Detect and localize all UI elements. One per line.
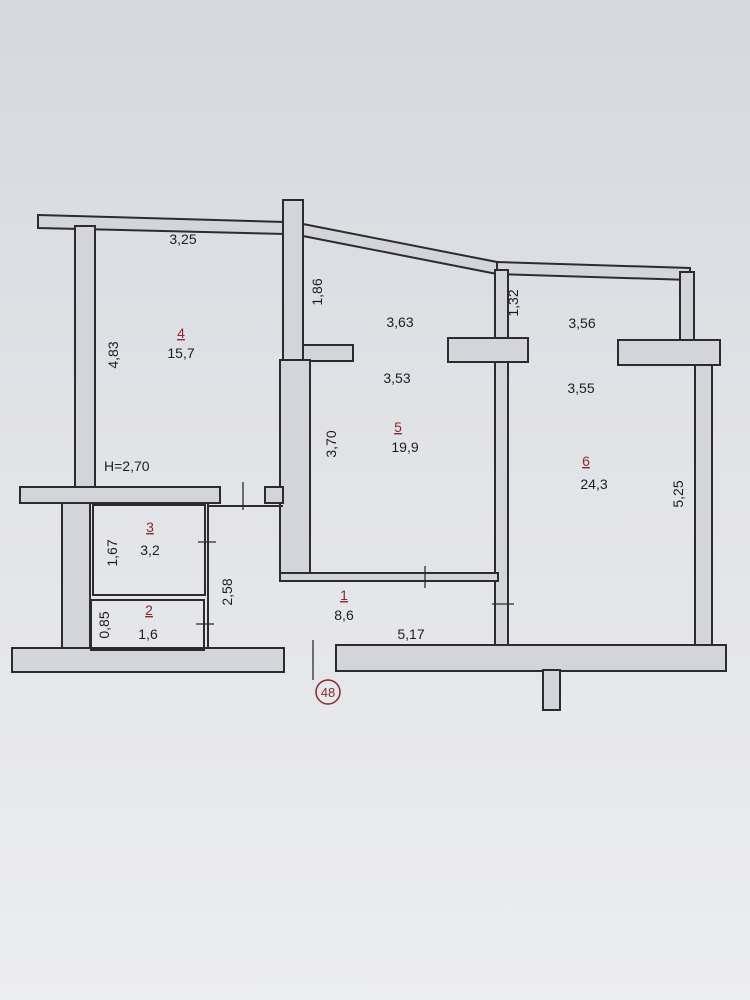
- dim-room5-recess: 1,86: [309, 278, 325, 305]
- dim-room3-length: 1,67: [104, 539, 120, 566]
- wall-bottom-right: [335, 644, 727, 672]
- room-3-number: 3: [146, 519, 154, 535]
- room-1-area: 8,6: [334, 607, 354, 623]
- room-2-number: 2: [145, 602, 153, 618]
- dim-room5-width: 3,53: [383, 370, 410, 386]
- doors: [196, 482, 514, 680]
- room-3-area: 3,2: [140, 542, 160, 558]
- room-1-number: 1: [340, 587, 348, 603]
- dim-corridor-width: 2,58: [219, 578, 235, 605]
- balcony-wall-room5: [302, 222, 498, 276]
- outer-wall-right-lower: [694, 364, 713, 649]
- wall-room5-bottom: [279, 572, 499, 582]
- pier-left: [302, 344, 354, 362]
- dim-room6-width-top: 3,56: [568, 315, 595, 331]
- dim-room2-length: 0,85: [96, 611, 112, 638]
- dim-room5-length: 3,70: [323, 430, 339, 457]
- room-5-number: 5: [394, 419, 402, 435]
- apartment-marker: 48: [321, 685, 335, 700]
- pier-middle: [447, 337, 529, 363]
- room-4-number: 4: [177, 325, 185, 341]
- wall-horizontal-mid-right: [264, 486, 284, 504]
- dim-room6-length: 5,25: [670, 480, 686, 507]
- room-5-area: 19,9: [391, 439, 418, 455]
- wall-horizontal-mid: [19, 486, 221, 504]
- walls: [11, 199, 727, 711]
- balcony-wall-room6: [496, 260, 691, 282]
- ceiling-height: H=2,70: [104, 458, 150, 474]
- apartment-marker-circle: [315, 679, 341, 705]
- partition-wall-5-6: [494, 269, 509, 646]
- outer-wall-right: [679, 271, 695, 343]
- wall-room5-left: [279, 359, 311, 581]
- pier-right: [617, 339, 721, 366]
- dim-room6-recess: 1,32: [505, 289, 521, 316]
- room-4-area: 15,7: [167, 345, 194, 361]
- room-6-number: 6: [582, 453, 590, 469]
- dim-corridor-length: 5,17: [397, 626, 424, 642]
- dim-room4-length: 4,83: [105, 341, 121, 368]
- wall-bottom: [11, 647, 285, 673]
- dim-room4-width: 3,25: [169, 231, 196, 247]
- bottom-stub: [542, 669, 561, 711]
- room-3-outline: [92, 504, 206, 596]
- wall-left-lower: [61, 502, 91, 649]
- dim-room5-width-top: 3,63: [386, 314, 413, 330]
- room-2-outline: [90, 599, 205, 651]
- room-2-area: 1,6: [138, 626, 158, 642]
- room-6-area: 24,3: [580, 476, 607, 492]
- dim-room6-width: 3,55: [567, 380, 594, 396]
- outer-wall-left: [74, 225, 96, 489]
